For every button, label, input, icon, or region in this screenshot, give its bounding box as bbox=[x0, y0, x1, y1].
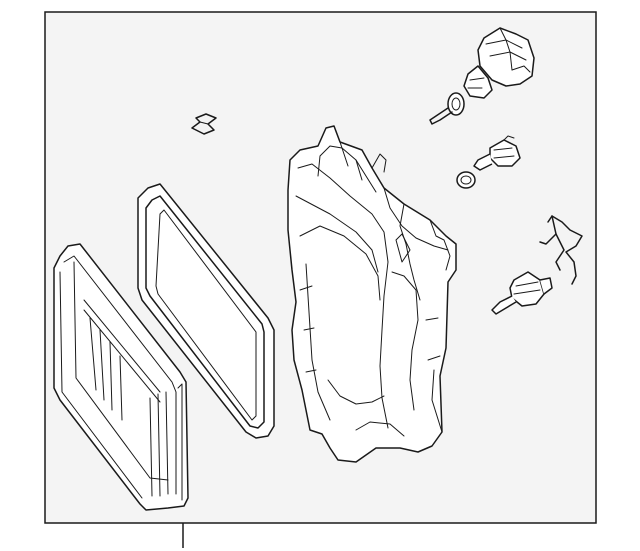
wedge-bulb-icon[interactable] bbox=[491, 271, 553, 315]
headlamp-housing-icon[interactable] bbox=[287, 125, 457, 463]
spring-clip-icon[interactable] bbox=[191, 113, 217, 135]
bulb-socket-icon[interactable] bbox=[429, 27, 535, 125]
wire-spring-icon[interactable] bbox=[539, 215, 583, 285]
headlamp-lens-icon[interactable] bbox=[53, 243, 189, 511]
gasket-seal-icon[interactable] bbox=[137, 183, 275, 439]
small-bulb-icon[interactable] bbox=[473, 135, 521, 171]
o-ring-icon[interactable] bbox=[456, 171, 476, 189]
